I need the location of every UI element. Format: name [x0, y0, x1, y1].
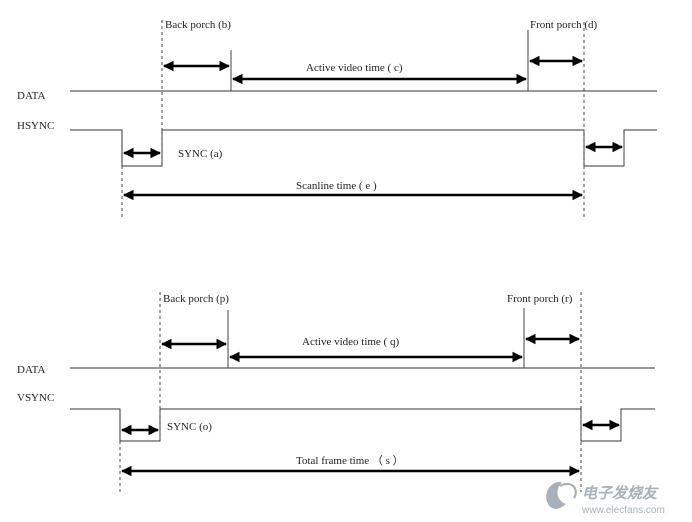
v-back-porch-label: Back porch (p): [163, 293, 229, 305]
horizontal-timing: DATA HSYNC Back porch (b) Front porch (d…: [17, 19, 657, 218]
h-data-label: DATA: [17, 90, 46, 102]
hsync-label: HSYNC: [17, 120, 54, 132]
h-back-porch-label: Back porch (b): [165, 19, 231, 31]
vsync-waveform: [70, 408, 655, 442]
watermark-url: www.elecfans.com: [581, 505, 665, 516]
h-sync-label: SYNC (a): [178, 148, 223, 160]
v-front-porch-label: Front porch (r): [507, 293, 573, 305]
vsync-label: VSYNC: [17, 392, 54, 404]
h-active-video-label: Active video time ( c): [306, 62, 403, 74]
watermark: 电子发烧友 www.elecfans.com: [546, 481, 665, 516]
watermark-logo-icon: [546, 481, 577, 509]
hsync-waveform: [70, 129, 657, 167]
v-sync-label: SYNC (o): [167, 421, 212, 433]
v-data-label: DATA: [17, 364, 46, 376]
vertical-timing: DATA VSYNC Back porch (p) Front porch (r…: [17, 292, 655, 492]
v-total-frame-label: Total frame time （ s ）: [296, 454, 404, 467]
watermark-brand: 电子发烧友: [582, 484, 659, 502]
v-active-video-label: Active video time ( q): [302, 336, 399, 348]
h-scanline-label: Scanline time ( e ): [296, 180, 377, 192]
h-front-porch-label: Front porch (d): [530, 19, 598, 31]
